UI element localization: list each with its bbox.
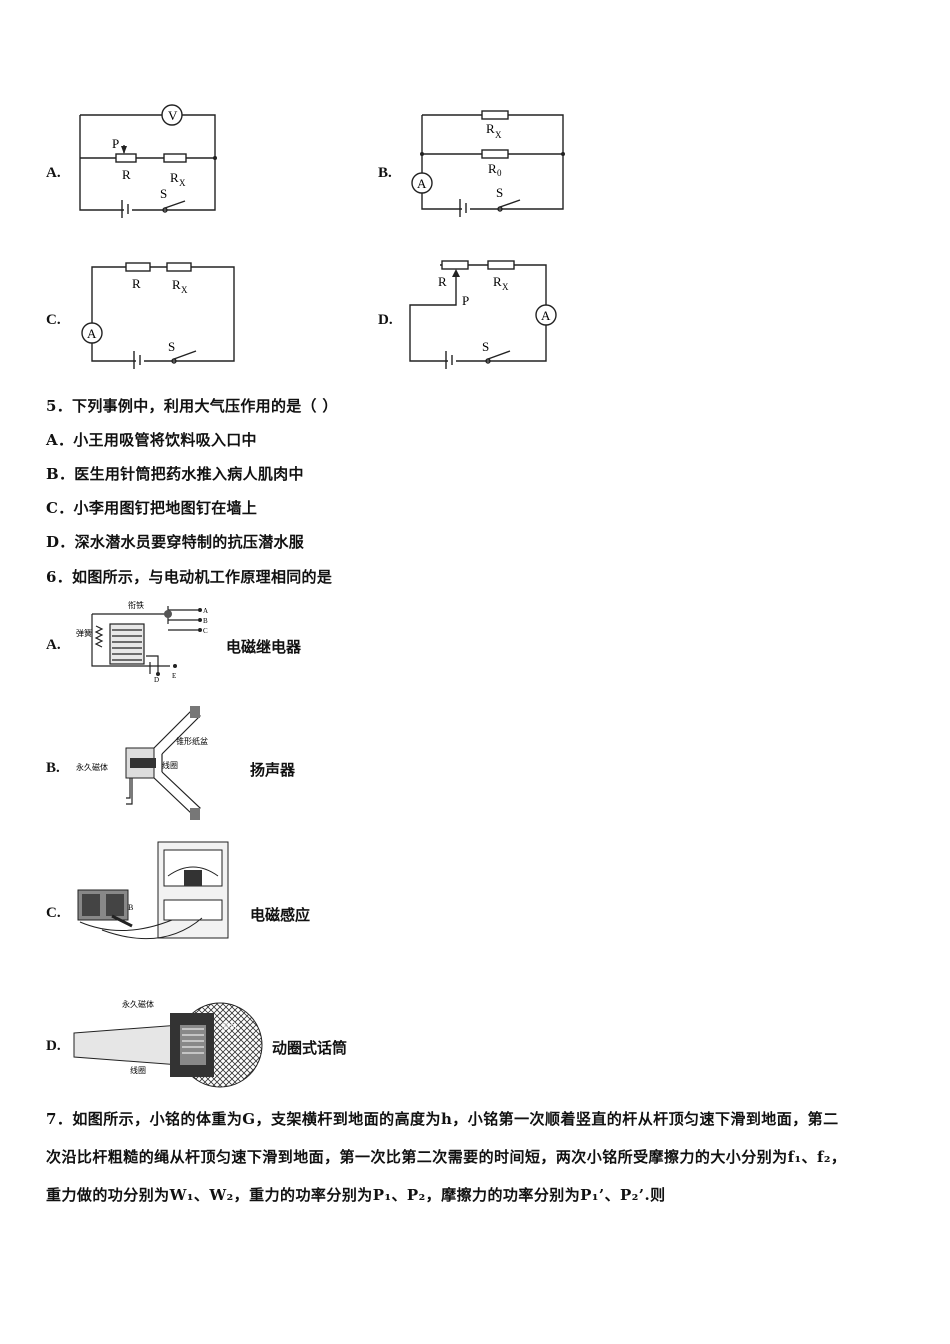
question-6-stem: 6．如图所示，与电动机工作原理相同的是	[46, 568, 333, 586]
option-letter-relay: A.	[46, 637, 61, 653]
coil-label: 线圈	[130, 1065, 146, 1075]
question-7-line-2: 次沿比杆粗糙的绳从杆顶匀速下滑到地面，第一次比第二次需要的时间短，两次小铭所受摩…	[46, 1148, 847, 1166]
r-label: R	[132, 276, 141, 291]
diaphragm-label: 膜片	[222, 1021, 238, 1031]
relay-caption: 电磁继电器	[226, 638, 302, 656]
switch-label: S	[496, 185, 503, 200]
ammeter-label: A	[417, 176, 427, 191]
question-7-line-3: 重力做的功分别为W₁、W₂，重力的功率分别为P₁、P₂，摩擦力的功率分别为P₁’…	[46, 1186, 666, 1204]
slider-label: P	[112, 136, 119, 151]
microphone-caption: 动圈式话筒	[272, 1039, 348, 1057]
r0-subscript: 0	[497, 168, 502, 178]
rx-subscript: X	[502, 282, 509, 292]
svg-text:B: B	[203, 617, 208, 625]
loudspeaker-caption: 扬声器	[250, 761, 296, 779]
induction-figure: B	[77, 841, 229, 940]
switch-label: S	[160, 186, 167, 201]
circuit-diagram-c: A R R X S	[81, 262, 235, 369]
rheostat-label: R	[438, 274, 447, 289]
svg-text:D: D	[154, 676, 159, 682]
question-5-option-c: C．小李用图钉把地图钉在墙上	[46, 499, 258, 517]
switch-label: S	[168, 339, 175, 354]
rheostat-label: R	[122, 167, 131, 182]
rx-label: R	[493, 274, 502, 289]
option-letter-loudspeaker: B.	[46, 760, 60, 776]
ammeter-label: A	[541, 308, 551, 323]
induction-caption: 电磁感应	[250, 906, 311, 924]
armature-label: 衔铁	[128, 600, 144, 610]
circuit-diagram-a: V P R R X S	[79, 104, 217, 218]
loudspeaker-figure: 锥形纸盆 永久磁体 线圈	[76, 706, 208, 820]
circuit-diagram-b: A R X R 0 S	[411, 110, 565, 217]
circuit-diagram-d: A R P R X S	[409, 260, 557, 369]
svg-text:E: E	[172, 672, 176, 680]
question-7-line-1: 7．如图所示，小铭的体重为G，支架横杆到地面的高度为h，小铭第一次顺着竖直的杆从…	[46, 1110, 839, 1128]
svg-text:C: C	[203, 627, 208, 635]
option-letter-circuit-b: B.	[378, 165, 392, 181]
question-5-option-d: D．深水潜水员要穿特制的抗压潜水服	[46, 533, 305, 551]
question-5-option-a: A．小王用吸管将饮料吸入口中	[46, 431, 257, 449]
magnet-label: 永久磁体	[76, 762, 108, 772]
option-letter-circuit-d: D.	[378, 312, 393, 328]
option-letter-circuit-c: C.	[46, 312, 61, 328]
question-5-stem: 5．下列事例中，利用大气压作用的是（ ）	[46, 397, 338, 415]
voltmeter-label: V	[168, 108, 178, 123]
cone-label: 锥形纸盆	[176, 736, 208, 746]
switch-label: S	[482, 339, 489, 354]
rx-subscript: X	[179, 178, 186, 188]
magnet-label: 永久磁体	[122, 999, 154, 1009]
slider-label: P	[462, 293, 469, 308]
rx-label: R	[172, 277, 181, 292]
spring-label: 弹簧	[76, 628, 92, 638]
question-5-option-b: B．医生用针筒把药水推入病人肌肉中	[46, 465, 304, 483]
rx-label: R	[170, 170, 179, 185]
rx-subscript: X	[181, 285, 188, 295]
coil-label: 线圈	[162, 760, 178, 770]
r0-label: R	[488, 161, 497, 176]
relay-figure: 衔铁 弹簧 A B C D E	[76, 600, 208, 682]
rx-subscript: X	[495, 130, 502, 140]
ammeter-label: A	[87, 326, 97, 341]
option-letter-circuit-a: A.	[46, 165, 61, 181]
option-letter-induction: C.	[46, 905, 61, 921]
rx-label: R	[486, 121, 495, 136]
option-letter-microphone: D.	[46, 1038, 61, 1054]
microphone-figure: 永久磁体 膜片 线圈	[73, 999, 263, 1088]
point-b-label: B	[128, 903, 133, 912]
svg-text:A: A	[203, 607, 208, 615]
